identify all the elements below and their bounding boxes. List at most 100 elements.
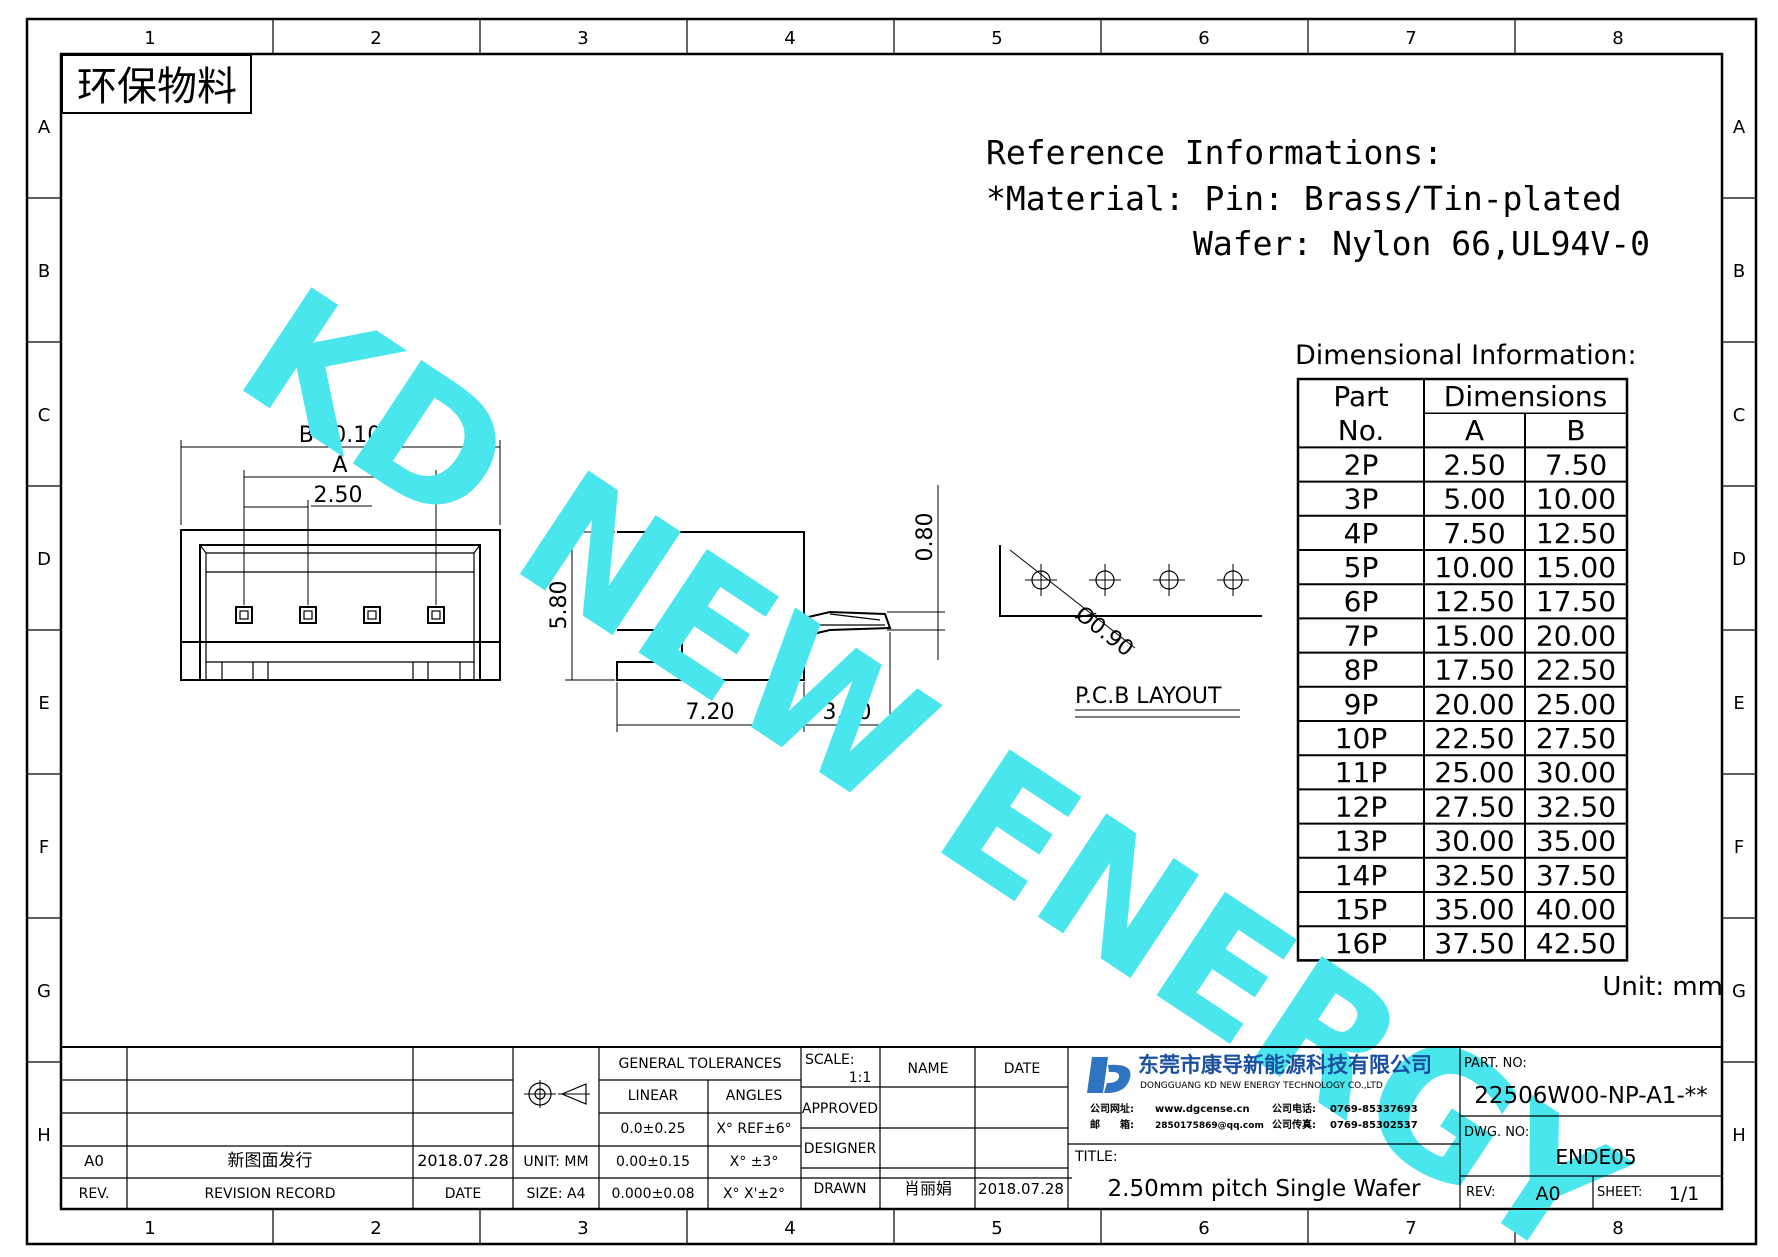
table-cell-part: 7P bbox=[1344, 619, 1379, 652]
table-cell-b: 12.50 bbox=[1536, 517, 1616, 550]
border-row-label: E bbox=[1733, 693, 1744, 714]
table-cell-a: 37.50 bbox=[1434, 927, 1514, 960]
pcb-hole bbox=[1025, 564, 1057, 596]
table-cell-b: 27.50 bbox=[1536, 722, 1616, 755]
fax-label: 公司传真: bbox=[1272, 1118, 1316, 1131]
dim-pitch-label: 2.50 bbox=[314, 483, 363, 508]
border-row-label: F bbox=[39, 837, 49, 858]
rev-header-rev: REV. bbox=[79, 1186, 110, 1202]
table-cell-b: 42.50 bbox=[1536, 927, 1616, 960]
dim-b-label: B+0.10 bbox=[299, 423, 382, 448]
table-cell-part: 16P bbox=[1335, 927, 1388, 960]
reference-title: Reference Informations: bbox=[986, 133, 1443, 172]
pcb-layout: Ø0.90 P.C.B LAYOUT bbox=[999, 545, 1262, 718]
company-logo-icon bbox=[1087, 1057, 1131, 1094]
table-cell-b: 17.50 bbox=[1536, 585, 1616, 618]
table-cell-a: 15.00 bbox=[1434, 619, 1514, 652]
side-view: 5.80 7.20 3.50 0.80 bbox=[547, 485, 945, 732]
approved-label: APPROVED bbox=[802, 1101, 878, 1117]
table-cell-b: 15.00 bbox=[1536, 551, 1616, 584]
table-cell-b: 20.00 bbox=[1536, 619, 1616, 652]
table-cell-b: 40.00 bbox=[1536, 893, 1616, 926]
rev-header-date: DATE bbox=[445, 1186, 481, 1202]
angles-label: ANGLES bbox=[726, 1088, 783, 1104]
dim-pin-thk-label: 0.80 bbox=[913, 513, 938, 562]
border-col-label: 3 bbox=[577, 28, 588, 49]
rev-row-record: 新图面发行 bbox=[228, 1151, 313, 1171]
border-row-label: B bbox=[38, 261, 50, 282]
pcb-hole bbox=[1089, 564, 1121, 596]
table-cell-b: 10.00 bbox=[1536, 483, 1616, 516]
table-cell-a: 2.50 bbox=[1443, 448, 1505, 481]
border-col-label: 4 bbox=[784, 28, 795, 49]
border-row-label: C bbox=[1733, 405, 1746, 426]
border-col-label: 7 bbox=[1405, 28, 1416, 49]
dimensional-table: Dimensional Information: PartNo.Dimensio… bbox=[1295, 340, 1723, 1002]
front-view: B+0.10 A 2.50 bbox=[180, 423, 501, 681]
table-cell-part: 9P bbox=[1344, 688, 1379, 721]
sheet-label: SHEET: bbox=[1597, 1185, 1642, 1200]
border-col-label: 5 bbox=[991, 1218, 1002, 1239]
linear-label: LINEAR bbox=[628, 1088, 679, 1104]
table-cell-a: 17.50 bbox=[1434, 654, 1514, 687]
size-cell: SIZE: A4 bbox=[526, 1186, 585, 1202]
table-cell-part: 2P bbox=[1344, 448, 1379, 481]
table-cell-part: 8P bbox=[1344, 654, 1379, 687]
table-cell-part: 11P bbox=[1335, 756, 1388, 789]
tol-3: 0.000±0.08 bbox=[612, 1186, 695, 1202]
front-pin bbox=[299, 606, 317, 624]
web-label: 公司网址: bbox=[1090, 1102, 1134, 1115]
part-no-value: 22506W00-NP-A1-** bbox=[1474, 1083, 1708, 1109]
ang-3: X° X'±2° bbox=[723, 1186, 785, 1202]
border-row-label: D bbox=[37, 549, 51, 570]
table-cell-b: 25.00 bbox=[1536, 688, 1616, 721]
header-part-no: No. bbox=[1338, 414, 1384, 447]
reference-info: Reference Informations: *Material: Pin: … bbox=[986, 133, 1650, 263]
general-tolerances: GENERAL TOLERANCES bbox=[619, 1056, 782, 1072]
drawn-label: DRAWN bbox=[813, 1181, 866, 1197]
table-cell-b: 37.50 bbox=[1536, 859, 1616, 892]
mail-value: 2850175869@qq.com bbox=[1155, 1121, 1264, 1131]
border-row-label: F bbox=[1734, 837, 1744, 858]
border-row-label: D bbox=[1732, 549, 1746, 570]
table-cell-a: 7.50 bbox=[1443, 517, 1505, 550]
fax-value: 0769-85302537 bbox=[1330, 1120, 1418, 1131]
border-row-label: G bbox=[37, 981, 51, 1002]
border-col-label: 3 bbox=[577, 1218, 588, 1239]
title-block: A0 新图面发行 2018.07.28 REV. REVISION RECORD… bbox=[60, 1046, 1723, 1210]
border-row-label: A bbox=[38, 117, 51, 138]
table-cell-a: 25.00 bbox=[1434, 756, 1514, 789]
rev-row-rev: A0 bbox=[84, 1152, 104, 1170]
company-name-en: DONGGUANG KD NEW ENERGY TECHNOLOGY CO.,L… bbox=[1140, 1081, 1383, 1091]
web-value: www.dgcense.cn bbox=[1155, 1104, 1250, 1115]
drawing-title: 2.50mm pitch Single Wafer bbox=[1108, 1176, 1422, 1202]
header-part: Part bbox=[1333, 380, 1388, 413]
table-cell-a: 30.00 bbox=[1434, 825, 1514, 858]
tel-label: 公司电话: bbox=[1272, 1102, 1316, 1115]
table-cell-part: 6P bbox=[1344, 585, 1379, 618]
table-cell-part: 10P bbox=[1335, 722, 1388, 755]
rev-header-record: REVISION RECORD bbox=[204, 1186, 335, 1202]
table-cell-a: 20.00 bbox=[1434, 688, 1514, 721]
border-col-label: 4 bbox=[784, 1218, 795, 1239]
name-header: NAME bbox=[908, 1061, 949, 1077]
table-cell-a: 27.50 bbox=[1434, 790, 1514, 823]
table-cell-b: 30.00 bbox=[1536, 756, 1616, 789]
border-row-label: C bbox=[38, 405, 51, 426]
table-cell-a: 10.00 bbox=[1434, 551, 1514, 584]
projection-symbol-icon bbox=[524, 1080, 590, 1108]
table-cell-b: 35.00 bbox=[1536, 825, 1616, 858]
table-cell-part: 4P bbox=[1344, 517, 1379, 550]
border-col-label: 2 bbox=[370, 28, 381, 49]
dim-height-label: 5.80 bbox=[547, 581, 572, 630]
ang-2: X° ±3° bbox=[730, 1154, 779, 1170]
border-grid bbox=[27, 19, 1756, 1244]
dwg-no-value: ENDE05 bbox=[1555, 1145, 1636, 1169]
front-pin bbox=[235, 606, 253, 624]
table-cell-a: 22.50 bbox=[1434, 722, 1514, 755]
designer-label: DESIGNER bbox=[804, 1141, 877, 1157]
front-pin bbox=[363, 606, 381, 624]
ang-1: X° REF±6° bbox=[716, 1121, 791, 1137]
border-row-label: E bbox=[38, 693, 49, 714]
